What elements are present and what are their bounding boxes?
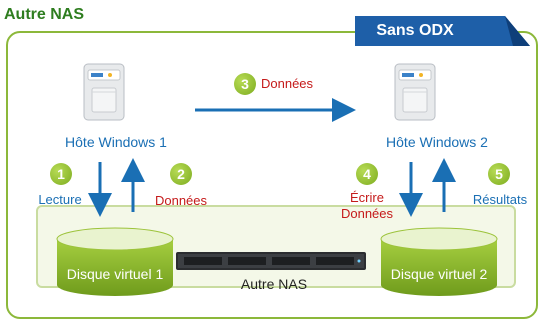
virtual-disk-2-label: Disque virtuel 2 — [390, 266, 488, 282]
tag-background — [355, 16, 530, 46]
mode-tag: Sans ODX — [355, 16, 530, 46]
server-icon-host-1 — [83, 63, 125, 121]
step-4-label-line-1: Écrire — [350, 190, 384, 205]
mode-tag-label: Sans ODX — [376, 22, 454, 39]
virtual-disk-2-icon — [380, 227, 498, 296]
step-4-badge: 4 — [356, 163, 378, 185]
virtual-disk-1-icon — [56, 227, 174, 296]
nas-device-icon — [176, 252, 366, 270]
host-2-label: Hôte Windows 2 — [386, 134, 488, 150]
diagram-title: Autre NAS — [4, 6, 85, 23]
step-4-label: Écrire Données — [329, 190, 405, 222]
step-2-label: Données — [154, 193, 208, 208]
step-5-badge: 5 — [488, 163, 510, 185]
nas-device-label: Autre NAS — [240, 276, 308, 292]
host-1-label: Hôte Windows 1 — [65, 134, 167, 150]
step-1-label: Lecture — [38, 192, 82, 207]
server-icon-host-2 — [394, 63, 436, 121]
step-3-label: Données — [261, 76, 314, 91]
virtual-disk-1-label: Disque virtuel 1 — [66, 266, 164, 282]
step-1-badge: 1 — [50, 163, 72, 185]
step-3-badge: 3 — [234, 73, 256, 95]
step-4-label-line-2: Données — [340, 206, 394, 221]
step-2-badge: 2 — [170, 163, 192, 185]
step-5-label: Résultats — [472, 192, 528, 207]
